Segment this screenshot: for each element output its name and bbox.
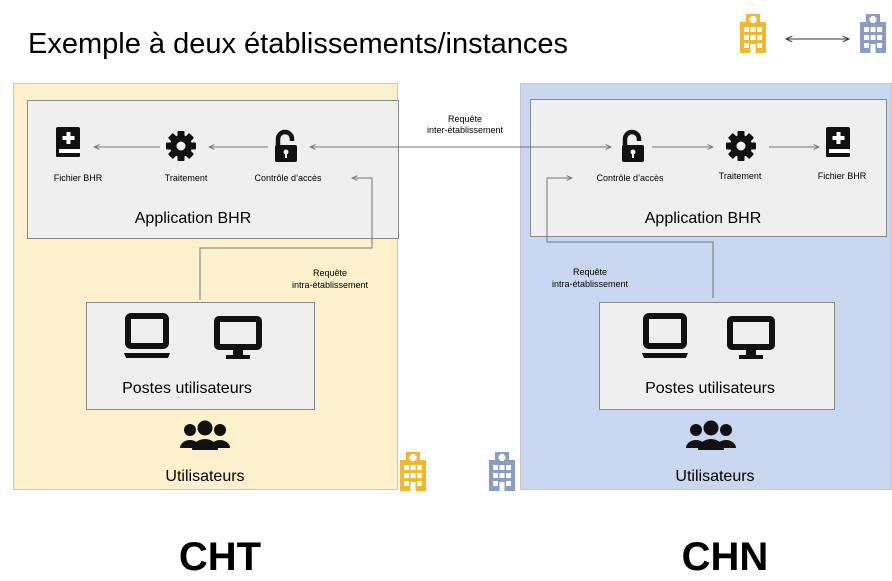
cht-file-label: Fichier BHR — [53, 173, 103, 183]
chn-workstations-box — [599, 302, 835, 410]
cht-access-label: Contrôle d’accès — [254, 173, 322, 183]
cht-request-line2: intra-établissement — [291, 280, 369, 290]
hospital-icon — [860, 14, 886, 53]
cht-app-label: Application BHR — [134, 210, 252, 227]
page-title: Exemple à deux établissements/instances — [28, 28, 569, 60]
chn-app-label: Application BHR — [644, 210, 762, 227]
hospital-icon — [489, 452, 515, 491]
hospital-icon — [740, 14, 766, 53]
chn-workstations-label: Postes utilisateurs — [645, 380, 775, 397]
inter-request-line2: inter-établissement — [426, 125, 504, 135]
cht-workstations-label: Postes utilisateurs — [122, 380, 252, 397]
chn-file-label: Fichier BHR — [817, 171, 867, 181]
cht-processing-label: Traitement — [164, 173, 208, 183]
cht-users-label: Utilisateurs — [165, 468, 245, 485]
chn-access-label: Contrôle d’accès — [596, 173, 664, 183]
chn-users-label: Utilisateurs — [675, 468, 755, 485]
chn-request-line2: intra-établissement — [551, 279, 629, 289]
chn-request-line1: Requête — [572, 267, 608, 277]
chn-name: CHN — [681, 535, 769, 579]
hospital-icon — [400, 452, 426, 491]
cht-request-line1: Requête — [312, 268, 348, 278]
chn-processing-label: Traitement — [718, 171, 762, 181]
inter-request-line1: Requête — [447, 114, 483, 124]
cht-name: CHT — [178, 535, 262, 579]
